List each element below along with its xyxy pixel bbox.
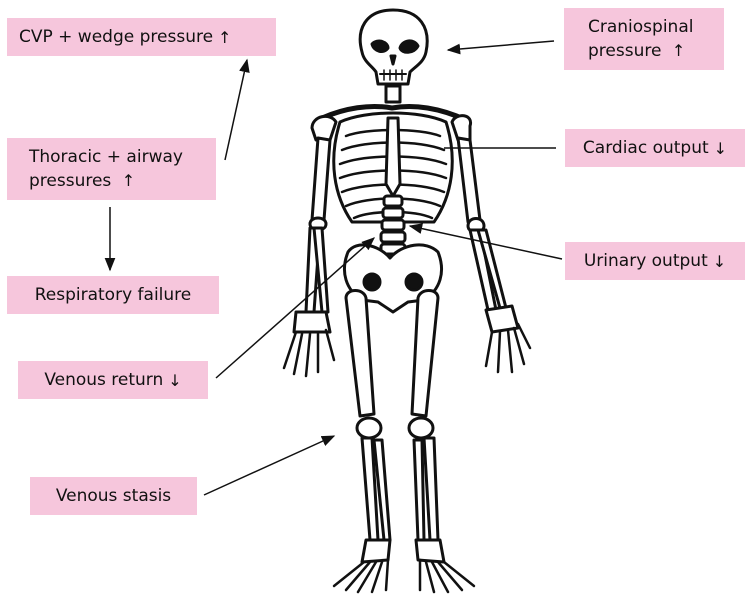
arrow-up-icon: ↑ [122,171,135,190]
arrow-venous-stasis [204,436,334,495]
label-thoracic-airway-pressures: Thoracic + airway pressures ↑ [7,138,216,200]
label-venous-stasis-text: Venous stasis [56,485,171,508]
label-urinary-text: Urinary output [584,250,708,273]
arrow-down-icon: ↓ [713,250,726,273]
label-thoracic-line2: pressures [29,171,111,191]
arrow-down-icon: ↓ [168,369,181,392]
arrow-craniospinal [448,41,554,50]
label-respiratory-failure: Respiratory failure [7,276,219,314]
label-thoracic-line2-wrap: pressures ↑ [29,169,135,193]
label-urinary-output: Urinary output ↓ [565,242,745,280]
label-cardiac-text: Cardiac output [583,137,709,160]
label-craniospinal-line1: Craniospinal [588,16,693,39]
skeleton-icon [284,10,530,592]
label-craniospinal-line2: pressure [588,41,661,61]
label-craniospinal-line2-wrap: pressure ↑ [588,39,685,63]
arrow-thoracic-to-cvp [225,60,247,160]
label-craniospinal-pressure: Craniospinal pressure ↑ [564,8,724,70]
label-venous-stasis: Venous stasis [30,477,197,515]
arrow-down-icon: ↓ [714,137,727,160]
arrow-up-icon: ↑ [218,26,231,49]
label-respiratory-text: Respiratory failure [35,284,192,307]
label-venous-return-text: Venous return [44,369,163,392]
label-cardiac-output: Cardiac output ↓ [565,129,745,167]
label-cvp-text: CVP + wedge pressure [19,26,213,49]
label-cvp-wedge-pressure: CVP + wedge pressure ↑ [7,18,276,56]
label-thoracic-line1: Thoracic + airway [29,146,183,169]
label-venous-return: Venous return ↓ [18,361,208,399]
arrow-up-icon: ↑ [672,41,685,60]
